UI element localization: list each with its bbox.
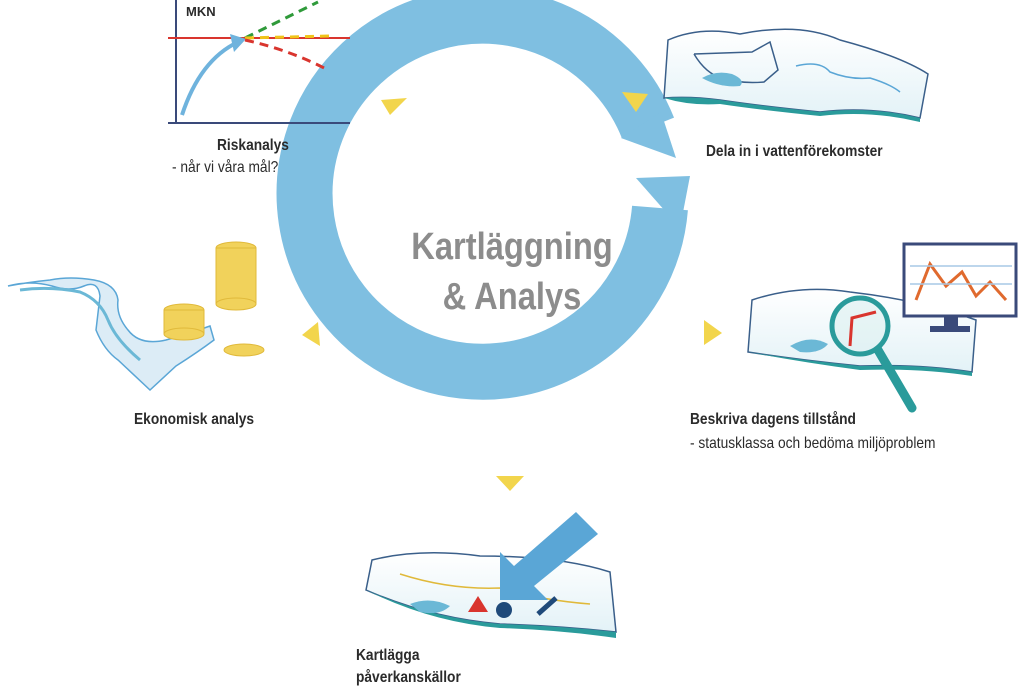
risk-chart-icon — [168, 0, 350, 124]
divide-water-bodies-title: Dela in i vattenförekomster — [706, 143, 883, 160]
status-description-icon — [747, 242, 1018, 413]
risk-analysis-subtitle: - når vi våra mål? — [172, 159, 279, 176]
center-title-line1: Kartläggning — [411, 226, 613, 268]
pressure-sources-title-line2: påverkanskällor — [356, 669, 461, 686]
describe-status-subtitle: - statusklassa och bedöma miljöproblem — [690, 435, 936, 452]
cycle-ring — [276, 0, 690, 400]
water-bodies-map-icon — [663, 28, 929, 122]
pressure-sources-title-line1: Kartlägga — [356, 647, 420, 664]
pressure-sources-icon — [365, 512, 617, 638]
describe-status-title: Beskriva dagens tillstånd — [690, 411, 856, 428]
center-title: Kartläggning & Analys — [374, 222, 649, 322]
risk-analysis-title: Riskanalys — [217, 137, 289, 154]
economic-analysis-title: Ekonomisk analys — [134, 411, 255, 428]
cycle-markers — [302, 92, 722, 491]
economic-analysis-icon — [7, 241, 265, 392]
mkn-label: MKN — [186, 4, 216, 19]
center-title-line2: & Analys — [442, 276, 582, 318]
